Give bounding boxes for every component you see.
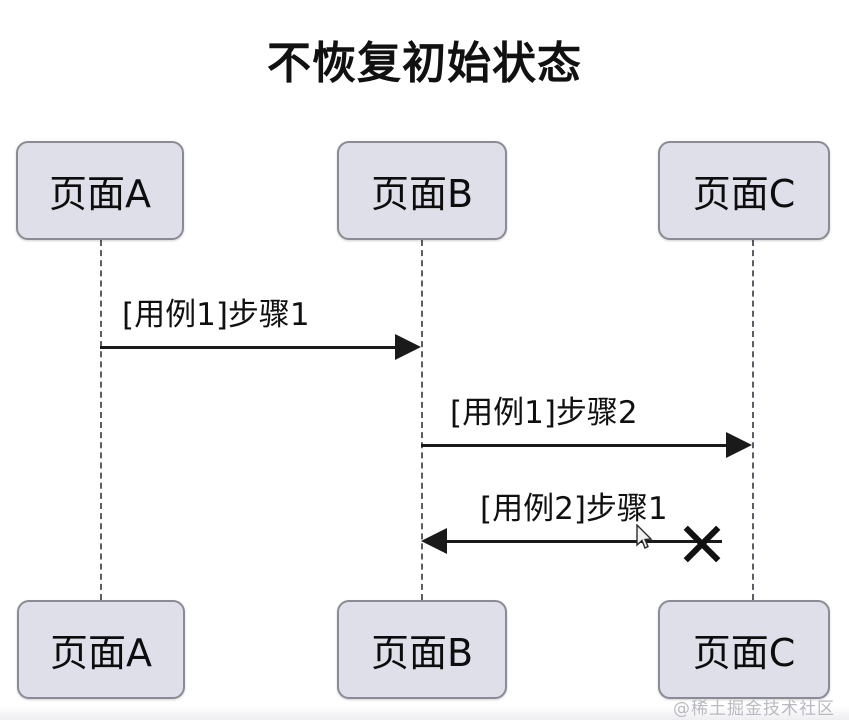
participant-label-b-top: 页面B [370,172,474,216]
participant-label-c-top: 页面C [692,172,796,216]
participant-label-a-top: 页面A [49,172,151,216]
participant-box-b-top[interactable]: 页面B [337,141,507,240]
participant-label-b-bottom: 页面B [370,631,474,675]
lifeline-b [421,240,423,600]
message-arrowhead-1 [395,334,421,360]
page-title: 不恢复初始状态 [267,38,582,89]
mouse-pointer-icon [636,523,654,550]
message-line-2 [421,444,726,447]
participant-label-a-bottom: 页面A [50,631,152,675]
lifeline-c [752,240,754,600]
message-label-1: [用例1]步骤1 [122,297,310,333]
message-arrowhead-3 [421,528,447,554]
participant-box-b-bottom[interactable]: 页面B [337,600,507,699]
message-line-3 [447,540,722,543]
participant-box-c-bottom[interactable]: 页面C [658,600,830,699]
lifeline-a [100,240,102,600]
bottom-strip [0,706,849,720]
message-arrowhead-2 [726,432,752,458]
participant-label-c-bottom: 页面C [692,631,796,675]
message-label-3: [用例2]步骤1 [480,491,668,527]
message-label-2: [用例1]步骤2 [450,395,638,431]
message-line-1 [100,346,395,349]
participant-box-a-top[interactable]: 页面A [16,141,184,240]
watermark: @稀土掘金技术社区 [673,699,835,719]
participant-box-c-top[interactable]: 页面C [658,141,830,240]
blocked-x-icon [679,520,725,566]
participant-box-a-bottom[interactable]: 页面A [17,600,185,699]
